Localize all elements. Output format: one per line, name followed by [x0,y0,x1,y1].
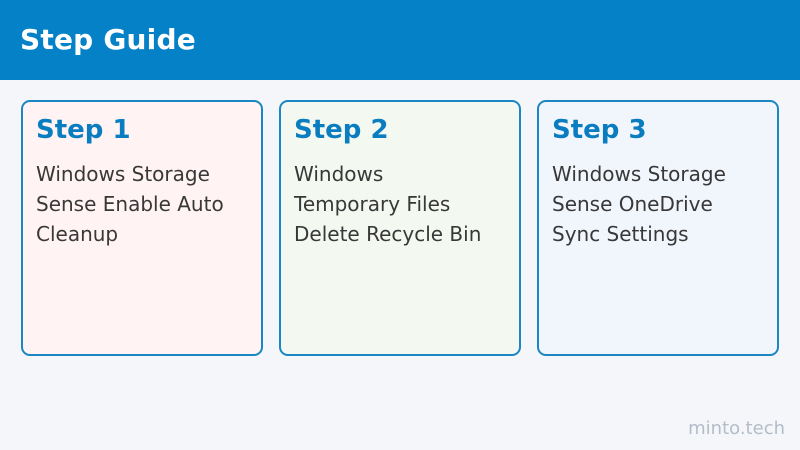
page-title: Step Guide [20,23,196,56]
step-text-line: Windows [294,162,384,186]
step-text-line: Sync Settings [552,222,689,246]
step-text-line: Windows Storage [36,162,210,186]
step-text-line: Sense OneDrive [552,192,713,216]
step-description: Windows Storage Sense Enable Auto Cleanu… [36,159,258,249]
step-description: Windows Temporary Files Delete Recycle B… [294,159,516,249]
step-text-line: Temporary Files [294,192,451,216]
brand-watermark: minto.tech [688,418,785,439]
step-card-2: Step 2 Windows Temporary Files Delete Re… [279,100,521,356]
step-text-line: Cleanup [36,222,119,246]
step-heading: Step 1 [36,115,131,145]
step-heading: Step 2 [294,115,389,145]
step-card-3: Step 3 Windows Storage Sense OneDrive Sy… [537,100,779,356]
step-description: Windows Storage Sense OneDrive Sync Sett… [552,159,774,249]
step-text-line: Windows Storage [552,162,726,186]
step-card-1: Step 1 Windows Storage Sense Enable Auto… [21,100,263,356]
header-bar: Step Guide [0,0,800,80]
step-heading: Step 3 [552,115,647,145]
step-text-line: Delete Recycle Bin [294,222,482,246]
step-text-line: Sense Enable Auto [36,192,224,216]
